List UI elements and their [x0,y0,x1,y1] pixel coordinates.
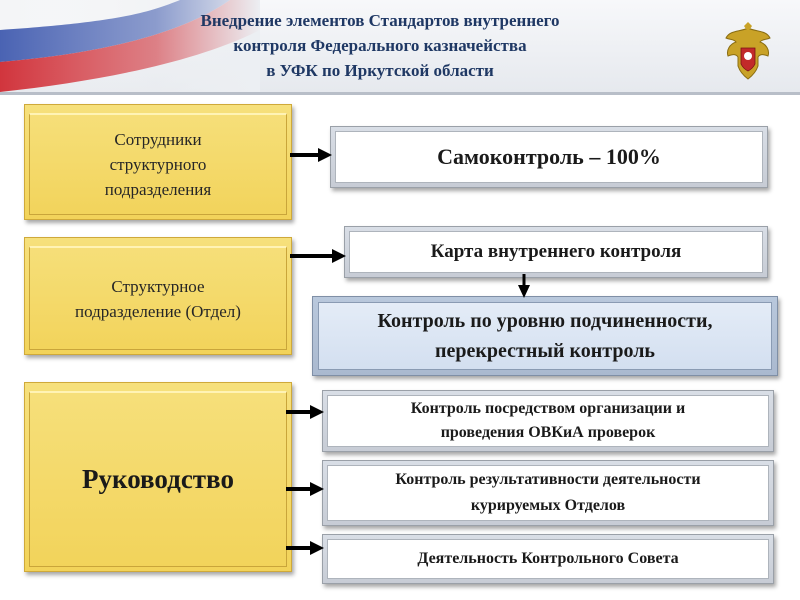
header-divider [0,92,800,95]
arrow-to-control-council [286,541,324,555]
ovkia-line-2: проведения ОВКиА проверок [440,424,656,441]
self-control-box: Самоконтроль – 100% [330,126,768,188]
employees-box: Сотрудники структурного подразделения [24,104,292,220]
slide-title-line-1: Внедрение элементов Стандартов внутренне… [200,11,560,30]
slide-title: Внедрение элементов Стандартов внутренне… [130,8,630,83]
arrow-to-control-map [290,249,346,263]
slide-header: Внедрение элементов Стандартов внутренне… [0,0,800,92]
department-line-2: подразделение (Отдел) [75,301,241,321]
arrow-to-self-control [290,148,332,162]
control-map-box: Карта внутреннего контроля [344,226,768,278]
subordination-control-box: Контроль по уровню подчиненности, перекр… [312,296,778,376]
subordination-line-2: перекрестный контроль [434,340,656,362]
ovkia-control-box: Контроль посредством организации и прове… [322,390,774,452]
performance-line-1: Контроль результативности деятельности [395,471,701,488]
employees-line-3: подразделения [104,180,212,199]
management-box: Руководство [24,382,292,572]
treasury-emblem-icon [725,22,771,80]
control-council-label: Деятельность Контрольного Совета [417,550,679,567]
performance-control-box: Контроль результативности деятельности к… [322,460,774,526]
control-council-box: Деятельность Контрольного Совета [322,534,774,584]
arrow-to-ovkia-control [286,405,324,419]
slide-title-line-2: контроля Федерального казначейства [233,36,527,55]
russian-flag-icon [0,0,260,92]
control-map-label: Карта внутреннего контроля [430,241,682,262]
arrow-down-to-subordination [518,274,530,298]
subordination-line-1: Контроль по уровню подчиненности, [377,310,713,332]
performance-line-2: курируемых Отделов [470,497,626,514]
management-label: Руководство [82,464,234,494]
employees-line-1: Сотрудники [114,130,202,149]
ovkia-line-1: Контроль посредством организации и [410,400,686,417]
self-control-label: Самоконтроль – 100% [437,144,661,169]
slide-title-line-3: в УФК по Иркутской области [266,61,494,80]
arrow-to-performance-control [286,482,324,496]
department-line-1: Структурное [111,276,205,296]
employees-line-2: структурного [109,155,207,174]
department-box: Структурное подразделение (Отдел) [24,237,292,355]
